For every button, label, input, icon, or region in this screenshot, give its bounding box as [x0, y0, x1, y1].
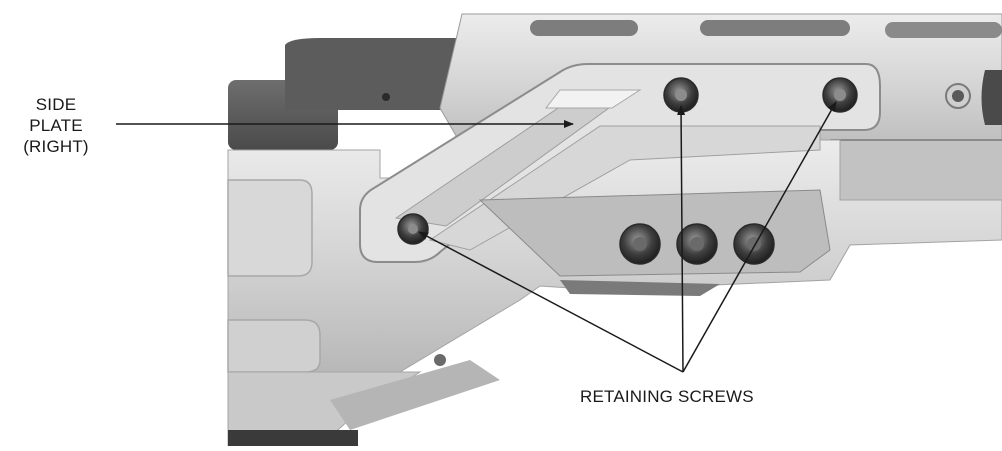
side-plate-callout-line3: (RIGHT) [23, 137, 89, 156]
rail-slot [885, 22, 1002, 38]
hex-socket-screw-icon [663, 77, 699, 113]
side-plate-callout-line2: PLATE [29, 116, 83, 135]
side-plate-callout: SIDE PLATE (RIGHT) [0, 94, 112, 157]
mag-screw-icon [733, 223, 775, 265]
mag-screw-icon [676, 223, 718, 265]
retaining-screws-callout: RETAINING SCREWS [580, 387, 754, 406]
screw-leader-line [418, 231, 684, 373]
side-plate-callout-line1: SIDE [35, 95, 77, 114]
screw-leader-line [682, 101, 837, 373]
rail-slot [700, 20, 850, 36]
side-plate-right [359, 63, 881, 263]
screw-leader-line [677, 105, 686, 373]
hex-socket-screw-icon [822, 77, 858, 113]
mag-screw-icon [619, 223, 661, 265]
rail-slot [530, 20, 638, 36]
hex-socket-screw-icon [397, 213, 429, 245]
action-barrel [228, 38, 470, 150]
